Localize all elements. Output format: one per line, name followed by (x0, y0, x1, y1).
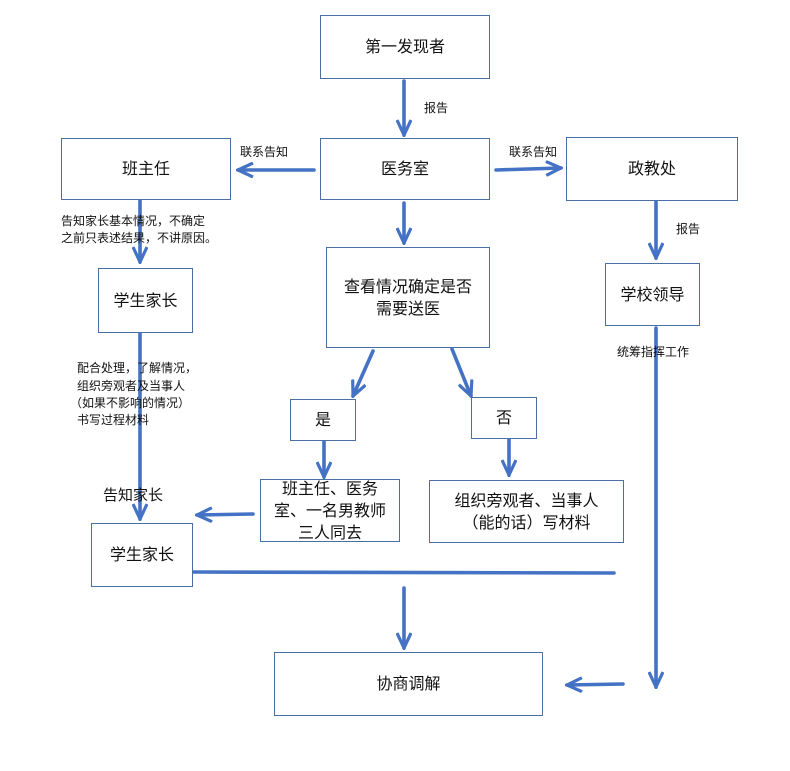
label-contact-left: 联系告知 (240, 145, 289, 159)
node-first-finder: 第一发现者 (320, 15, 490, 79)
node-clinic: 医务室 (320, 138, 490, 200)
label-coordinate: 统筹指挥工作 (617, 345, 690, 359)
arrow-assess-to-no (450, 347, 471, 396)
arrow-clinic-to-politics-office (494, 168, 561, 170)
node-head-teacher: 班主任 (61, 138, 231, 200)
node-school-leader: 学校领导 (605, 263, 700, 326)
arrow-assess-to-yes (353, 349, 375, 396)
node-parent-top: 学生家长 (98, 268, 193, 333)
node-no: 否 (471, 397, 537, 439)
label-cooperate-line1: 配合处理，了解情况， (77, 361, 198, 375)
label-inform-parent-2: 告知家长 (103, 486, 164, 504)
label-report-1: 报告 (424, 101, 449, 115)
arrow-escort-to-parent (197, 514, 255, 515)
label-inform-parent-line1: 告知家长基本情况，不确定 (61, 214, 206, 228)
node-parent-bottom: 学生家长 (91, 523, 193, 587)
node-politics-office: 政教处 (566, 137, 738, 201)
label-cooperate-line3: （如果不影响的情况） (70, 396, 191, 410)
label-contact-right: 联系告知 (509, 145, 558, 159)
node-yes: 是 (290, 399, 356, 441)
node-escort: 班主任、医务室、一名男教师三人同去 (260, 479, 400, 542)
label-inform-parent-line2: 之前只表述结果，不讲原因。 (61, 231, 218, 245)
node-assess: 查看情况确定是否需要送医 (326, 247, 490, 348)
arrow-into-negotiate (567, 684, 625, 685)
label-report-2: 报告 (676, 222, 701, 236)
node-negotiate: 协商调解 (274, 652, 543, 716)
label-cooperate-line2: 组织旁观者及当事人 (77, 379, 186, 393)
node-witness-write: 组织旁观者、当事人（能的话）写材料 (429, 480, 624, 543)
line-parent-right (191, 570, 616, 575)
label-cooperate-line4: 书写过程材料 (77, 413, 150, 427)
